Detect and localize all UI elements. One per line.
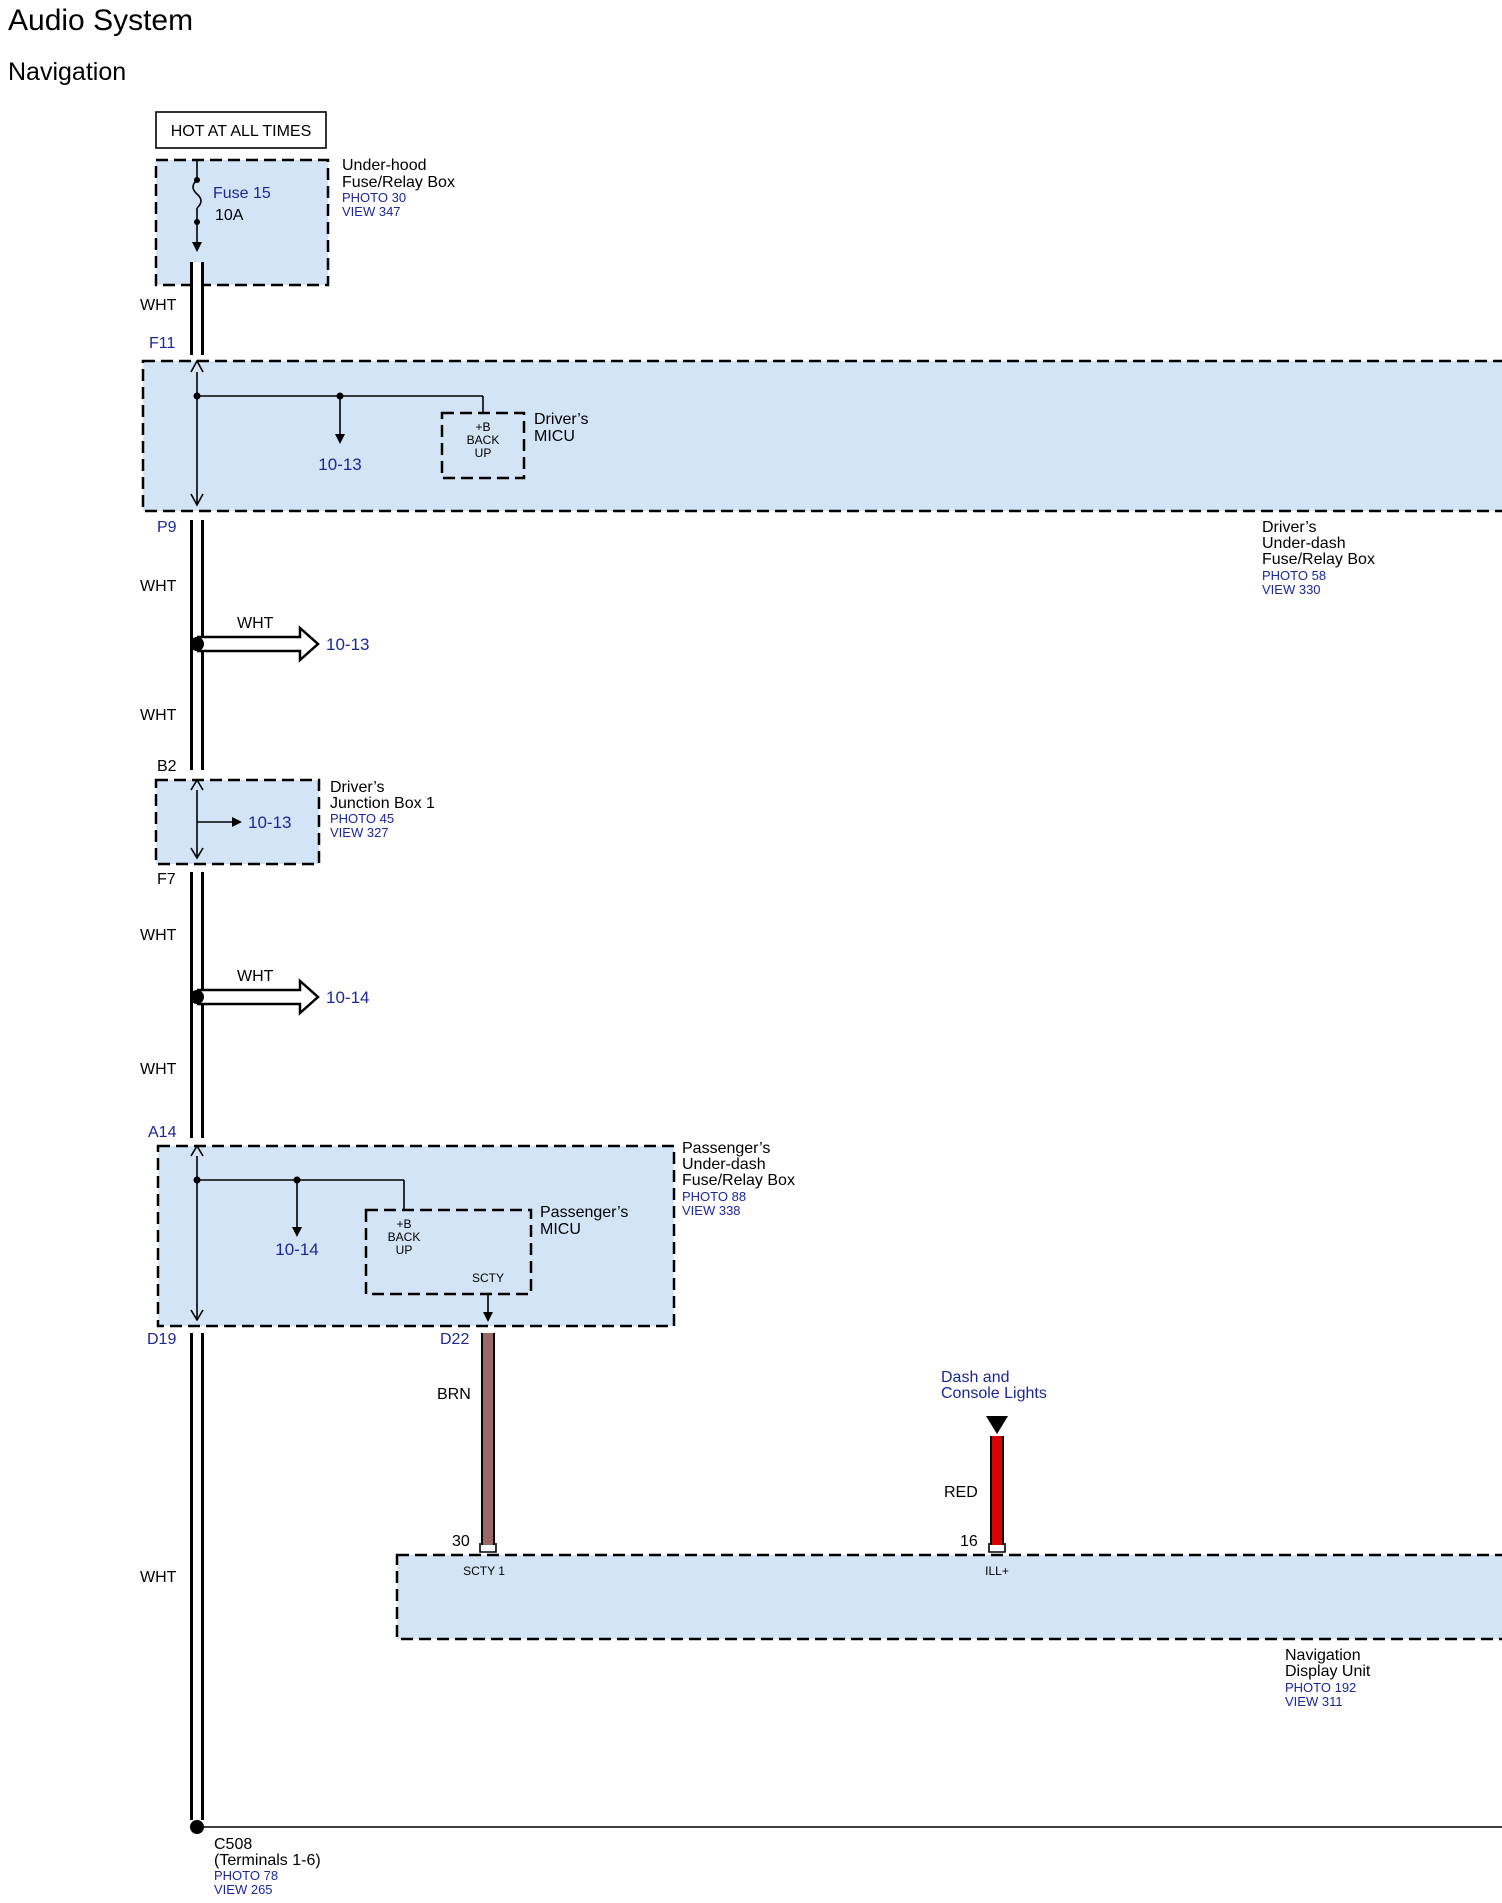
underhood-fuse-box	[154, 158, 330, 287]
junction-box-view: VIEW 327	[330, 825, 389, 840]
ground-label-1: C508	[214, 1836, 252, 1853]
passengers-micu-inner-3: UP	[396, 1243, 413, 1257]
passengers-underdash-label-2: Under-dash	[682, 1156, 766, 1173]
underhood-box-view: VIEW 347	[342, 204, 401, 219]
page-subtitle: Navigation	[8, 58, 126, 86]
drivers-micu-label-2: MICU	[534, 428, 575, 445]
underhood-box-label-1: Under-hood	[342, 157, 427, 174]
reference-10-14: 10-14	[326, 988, 369, 1007]
drivers-micu-label-1: Driver’s	[534, 411, 589, 428]
underhood-box-photo: PHOTO 30	[342, 190, 406, 205]
drivers-underdash-fuse-box	[141, 359, 1502, 513]
hot-at-all-times-box	[155, 111, 327, 149]
wire-color-label: WHT	[140, 1569, 177, 1586]
passengers-underdash-label-3: Fuse/Relay Box	[682, 1172, 795, 1189]
connector-b2: B2	[157, 758, 177, 775]
passengers-micu-pin: SCTY	[472, 1271, 504, 1285]
drivers-underdash-view: VIEW 330	[1262, 582, 1321, 597]
ground-point-icon	[190, 1820, 204, 1834]
fuse-rating: 10A	[215, 207, 244, 224]
drivers-micu-inner-3: UP	[475, 446, 492, 460]
junction-box-internal-wiring	[190, 778, 242, 860]
wire-color-label: RED	[944, 1484, 978, 1501]
wire-color-label: WHT	[140, 578, 177, 595]
drivers-underdash-photo: PHOTO 58	[1262, 568, 1326, 583]
passengers-underdash-fuse-box	[156, 1144, 676, 1328]
passengers-micu-label-1: Passenger’s	[540, 1204, 628, 1221]
drivers-underdash-label-1: Driver’s	[1262, 519, 1317, 536]
ground-label-2: (Terminals 1-6)	[214, 1852, 321, 1869]
nav-pin-ill: ILL+	[985, 1564, 1009, 1578]
passengers-micu-inner-1: +B	[396, 1217, 411, 1231]
drivers-box-internal-wiring	[190, 359, 484, 507]
nav-pin-scty1: SCTY 1	[463, 1564, 505, 1578]
splice-branch-10-13	[190, 625, 320, 663]
connector-f11: F11	[149, 335, 175, 352]
reference-10-14: 10-14	[275, 1240, 318, 1259]
wire-color-label: WHT	[140, 707, 177, 724]
connector-d19: D19	[147, 1331, 176, 1348]
reference-10-13: 10-13	[248, 813, 291, 832]
wire-color-label: BRN	[437, 1386, 471, 1403]
passengers-underdash-view: VIEW 338	[682, 1203, 741, 1218]
reference-10-13: 10-13	[326, 635, 369, 654]
nav-unit-photo: PHOTO 192	[1285, 1680, 1356, 1695]
passenger-box-internal-wiring	[190, 1144, 493, 1322]
passengers-micu-backup	[364, 1208, 533, 1296]
splice-branch-10-14	[190, 978, 320, 1016]
nav-unit-view: VIEW 311	[1285, 1694, 1343, 1709]
pin-16: 16	[960, 1533, 978, 1550]
wire-color-label: WHT	[140, 297, 177, 314]
hot-at-all-times-label: HOT AT ALL TIMES	[171, 123, 312, 140]
connector-a14: A14	[148, 1124, 177, 1141]
reference-10-13: 10-13	[318, 455, 361, 474]
ground-photo: PHOTO 78	[214, 1868, 278, 1883]
junction-box-label-1: Driver’s	[330, 779, 385, 796]
nav-unit-label-2: Display Unit	[1285, 1663, 1371, 1680]
passengers-micu-inner-2: BACK	[388, 1230, 421, 1244]
wire-color-label: WHT	[237, 615, 274, 632]
junction-box-label-2: Junction Box 1	[330, 795, 435, 812]
passengers-micu-label-2: MICU	[540, 1221, 581, 1238]
wire-color-label: WHT	[140, 927, 177, 944]
dash-lights-label-1: Dash and	[941, 1369, 1010, 1386]
drivers-underdash-label-3: Fuse/Relay Box	[1262, 551, 1375, 568]
fuse-name: Fuse 15	[213, 185, 271, 202]
passengers-underdash-label-1: Passenger’s	[682, 1140, 770, 1157]
passengers-underdash-photo: PHOTO 88	[682, 1189, 746, 1204]
dash-lights-label-2: Console Lights	[941, 1385, 1047, 1402]
drivers-micu-inner-1: +B	[475, 420, 490, 434]
connector-d22: D22	[440, 1331, 469, 1348]
wire-color-label: WHT	[237, 968, 274, 985]
wire-color-label: WHT	[140, 1061, 177, 1078]
nav-unit-label-1: Navigation	[1285, 1647, 1361, 1664]
drivers-micu-inner-2: BACK	[467, 433, 500, 447]
fuse-icon	[192, 160, 202, 252]
underhood-box-label-2: Fuse/Relay Box	[342, 174, 455, 191]
drivers-underdash-label-2: Under-dash	[1262, 535, 1346, 552]
connector-p9: P9	[157, 519, 177, 536]
pin-30: 30	[452, 1533, 470, 1550]
power-source-icon	[986, 1416, 1008, 1434]
page-title: Audio System	[8, 4, 193, 37]
ground-view: VIEW 265	[214, 1882, 273, 1897]
drivers-micu-backup	[440, 411, 526, 480]
connector-f7: F7	[157, 871, 176, 888]
navigation-display-unit	[395, 1553, 1502, 1641]
junction-box-photo: PHOTO 45	[330, 811, 394, 826]
